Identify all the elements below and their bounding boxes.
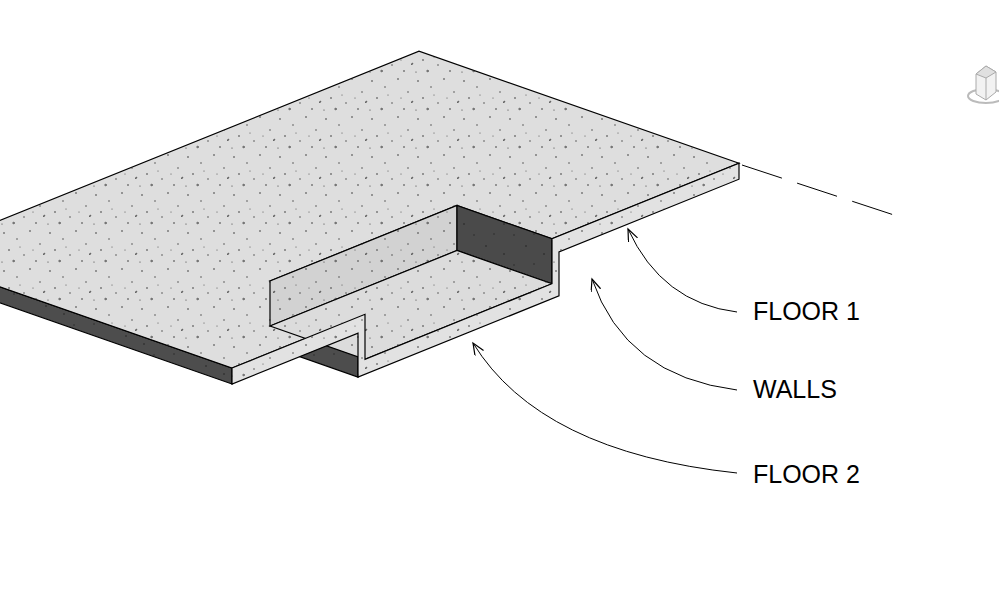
section-cut bbox=[232, 163, 739, 384]
leader-line bbox=[592, 279, 737, 390]
section-texture bbox=[232, 163, 739, 384]
leader-line bbox=[473, 343, 737, 473]
extension-line bbox=[742, 165, 897, 216]
callout-label: FLOOR 1 bbox=[753, 299, 860, 324]
callout-label: WALLS bbox=[753, 377, 837, 402]
callout-label: FLOOR 2 bbox=[753, 462, 860, 487]
leader-line bbox=[628, 229, 737, 312]
view-cube-icon bbox=[968, 66, 999, 103]
